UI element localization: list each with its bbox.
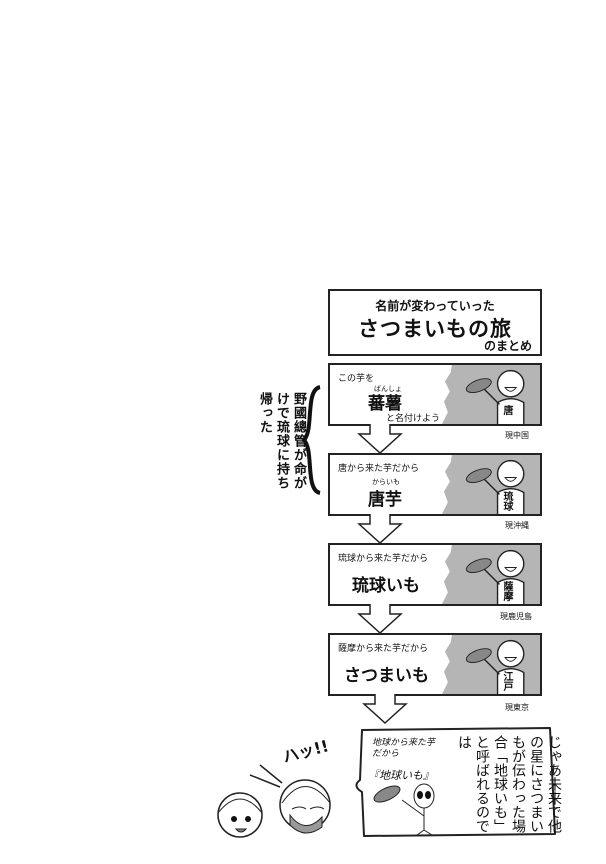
down-arrow-icon [357, 604, 403, 634]
alien-icon [373, 783, 435, 835]
speaker-label: 江戸 [501, 671, 512, 691]
person-figure-icon [465, 369, 525, 424]
panel-1: 唐 この芋を ばんしょ 蕃薯 と名付けよう [328, 363, 542, 426]
panel-lead: 薩摩から来た芋だから [338, 644, 429, 654]
handwritten-lead: 地球から来た芋だから [372, 738, 436, 759]
speaker-label: 唐 [501, 405, 512, 415]
person-figure-icon [465, 459, 525, 514]
panel-ruby: からいも [372, 478, 400, 486]
title-main: さつまいもの旅 [358, 317, 512, 341]
place-label: 現沖縄 [505, 521, 529, 530]
down-arrow-icon [362, 694, 408, 724]
panel-3: 薩摩 琉球から来た芋だから 琉球いも [328, 543, 542, 606]
panel-ruby: ばんしょ [374, 385, 402, 393]
panel-2: 琉球 唐から来た芋だから からいも 唐芋 [328, 453, 542, 516]
down-arrow-icon [357, 514, 403, 544]
person-figure-icon [465, 639, 525, 694]
panel-after: と名付けよう [386, 414, 441, 424]
panel-name: 蕃薯 [368, 394, 402, 414]
handwritten-name: 『地球いも』 [368, 769, 434, 782]
place-label: 現鹿児島 [500, 612, 532, 621]
panel-lead: この芋を [338, 374, 375, 384]
panel-name: 唐芋 [368, 490, 402, 510]
speech-bubble [355, 727, 556, 837]
panel-lead: 唐から来た芋だから [338, 464, 420, 474]
down-arrow-icon [357, 424, 403, 454]
place-label: 現中国 [505, 431, 529, 440]
speaker-label: 薩摩 [501, 581, 512, 601]
brace-icon [301, 385, 321, 495]
speaker-label: 琉球 [501, 491, 512, 511]
panel-4: 江戸 薩摩から来た芋だから さつまいも [328, 633, 542, 696]
place-label: 現東京 [505, 703, 529, 712]
title-line1: 名前が変わっていった [375, 299, 495, 313]
panel-name: 琉球いも [352, 576, 420, 596]
panel-name: さつまいも [344, 666, 429, 686]
side-note: 野國總管が命がけで琉球に持ち帰った [257, 392, 306, 490]
bubble-text: じゃあ未来で他の星にさつまいもが伝わった場合「地球いも」と呼ばれるのでは [456, 735, 562, 833]
characters-illustration [217, 764, 331, 838]
person-figure-icon [465, 549, 525, 604]
title-line3: のまとめ [483, 339, 532, 353]
panel-lead: 琉球から来た芋だから [338, 554, 429, 564]
title-box: 名前が変わっていった さつまいもの旅 のまとめ [328, 289, 542, 356]
